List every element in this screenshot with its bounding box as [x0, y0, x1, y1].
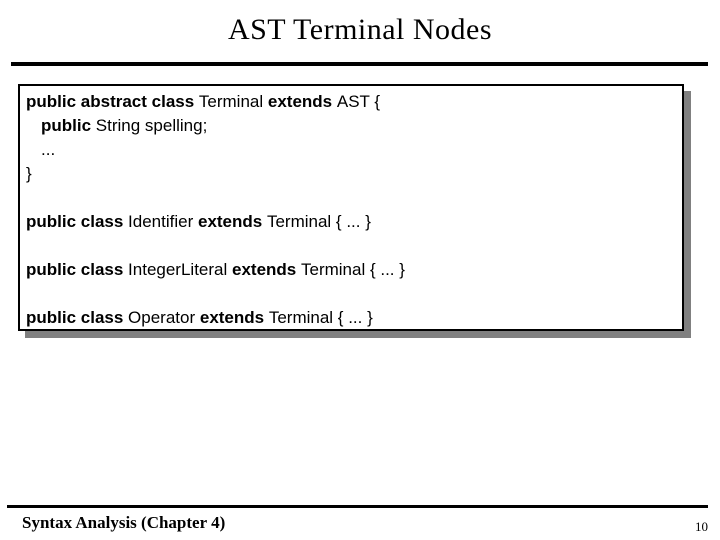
slide-title: AST Terminal Nodes: [227, 13, 493, 46]
code-line: public String spelling;: [41, 116, 208, 135]
page-number: 10: [695, 519, 708, 534]
code-line: ...: [41, 140, 56, 159]
footer-rule-divider: [7, 505, 708, 508]
code-line: public class Operator extends Terminal {…: [26, 308, 373, 327]
footer-course-label: Syntax Analysis (Chapter 4): [22, 513, 226, 532]
code-line: [26, 234, 676, 258]
code-line: [26, 186, 676, 210]
code-box: public abstract class Terminal extends A…: [18, 84, 684, 331]
code-line: }: [26, 164, 32, 183]
code-line: public class IntegerLiteral extends Term…: [26, 260, 405, 279]
code-line: [26, 282, 676, 306]
code-line: public class Identifier extends Terminal…: [26, 212, 371, 231]
title-rule-divider: [11, 62, 708, 66]
code-line: public abstract class Terminal extends A…: [26, 92, 381, 111]
